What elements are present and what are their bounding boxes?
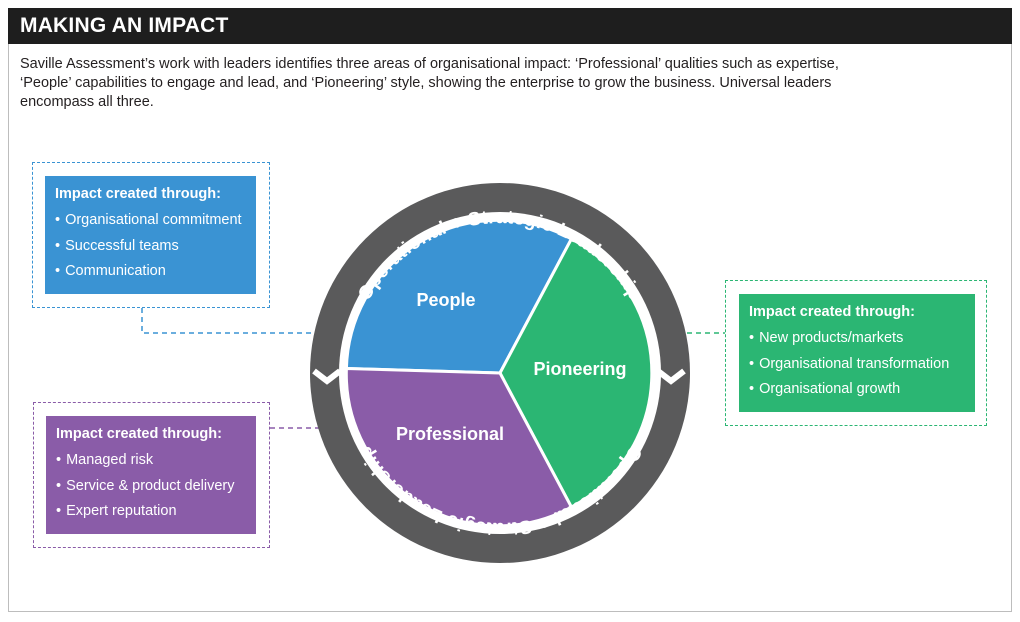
people-connector [141,308,338,334]
people-segment [344,218,573,375]
chevron-down-icon [656,368,686,385]
page-title: MAKING AN IMPACT [8,8,1012,44]
pioneering-impact-box: Impact created through: New products/mar… [739,294,975,412]
people-box-outline [32,162,270,308]
people-label: People [416,290,475,310]
professional-impact-list: Managed risk Service & product delivery … [56,448,246,525]
pioneering-segment [498,237,654,509]
pioneering-box-title: Impact created through: [749,304,915,320]
list-item: Organisational growth [749,377,965,403]
list-item: New products/markets [749,326,965,352]
list-item: Service & product delivery [56,474,246,500]
pioneering-box-outline [725,280,987,426]
chevron-down-icon [312,368,342,385]
professional-impact-box: Impact created through: Managed risk Ser… [46,416,256,534]
list-item: Successful teams [55,234,246,260]
list-item: Organisational transformation [749,352,965,378]
list-item: Organisational commitment [55,208,246,234]
intro-text: Saville Assessment’s work with leaders i… [20,56,839,110]
people-box-title: Impact created through: [55,186,221,202]
professional-label: Professional [396,424,504,444]
professional-segment [344,367,573,528]
list-item: Expert reputation [56,499,246,525]
list-item: Managed risk [56,448,246,474]
people-impact-box: Impact created through: Organisational c… [45,176,256,294]
list-item: Communication [55,259,246,285]
pioneering-impact-list: New products/markets Organisational tran… [749,326,965,403]
people-impact-list: Organisational commitment Successful tea… [55,208,246,285]
professional-box-outline [33,402,270,548]
professional-box-title: Impact created through: [56,426,222,442]
pioneering-label: Pioneering [533,359,626,379]
